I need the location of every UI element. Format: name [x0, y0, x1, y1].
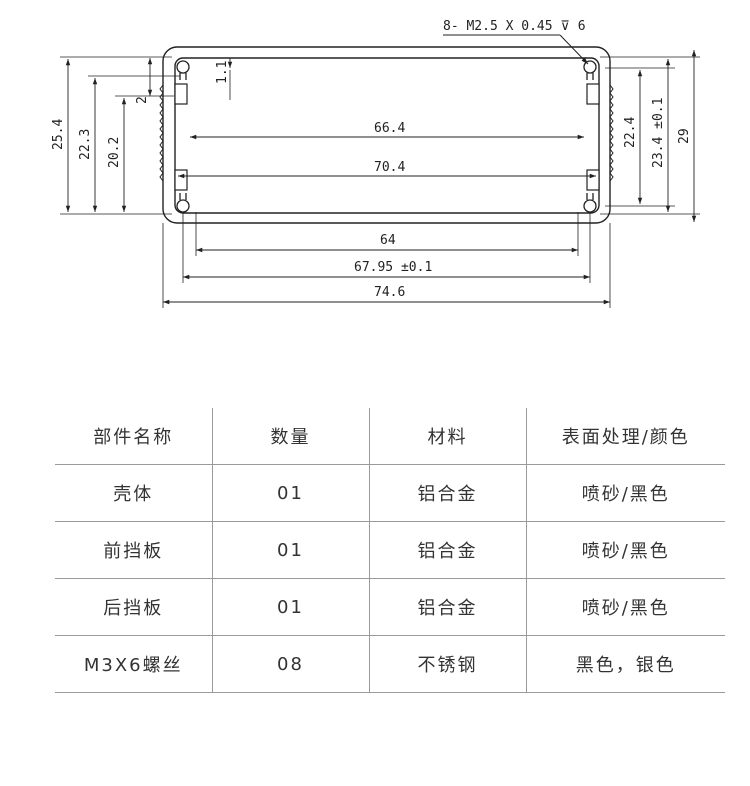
table-row: 后挡板 01 铝合金 喷砂/黑色	[55, 578, 725, 636]
cell-quantity: 01	[211, 578, 369, 636]
screw-bosses	[176, 60, 597, 213]
cell-material: 铝合金	[368, 521, 526, 579]
header-part-name: 部件名称	[55, 408, 212, 465]
enclosure-dimension-drawing: 8- M2.5 X 0.45 ⊽ 6 25.4 22.3 20.2 2 1.1	[51, 19, 700, 308]
dim-64: 64	[380, 233, 396, 248]
cell-quantity: 01	[211, 464, 369, 522]
cell-material: 铝合金	[368, 578, 526, 636]
cell-finish: 喷砂/黑色	[525, 578, 725, 636]
cell-part-name: 后挡板	[55, 578, 212, 636]
horizontal-dimensions	[163, 134, 610, 305]
dim-67-95: 67.95 ±0.1	[354, 260, 432, 275]
cell-finish: 黑色，银色	[525, 635, 725, 693]
dim-74-6: 74.6	[374, 285, 405, 300]
dim-22-4: 22.4	[623, 117, 638, 148]
cell-quantity: 01	[211, 521, 369, 579]
table-row: 壳体 01 铝合金 喷砂/黑色	[55, 464, 725, 522]
dim-22-3: 22.3	[78, 129, 93, 160]
dim-23-4: 23.4 ±0.1	[651, 98, 666, 168]
header-quantity: 数量	[211, 408, 369, 465]
cell-part-name: M3X6螺丝	[55, 635, 212, 693]
thread-note: 8- M2.5 X 0.45 ⊽ 6	[443, 19, 586, 34]
left-dimensions	[65, 58, 233, 212]
table-header-row: 部件名称 数量 材料 表面处理/颜色	[55, 408, 725, 465]
dim-29: 29	[677, 128, 692, 144]
dim-2: 2	[135, 96, 150, 104]
profile-outline	[162, 46, 611, 224]
cell-quantity: 08	[211, 635, 369, 693]
dim-20-2: 20.2	[107, 137, 122, 168]
table-row: M3X6螺丝 08 不锈钢 黑色，银色	[55, 635, 725, 693]
cell-part-name: 前挡板	[55, 521, 212, 579]
right-dimensions	[637, 50, 697, 222]
cell-material: 不锈钢	[368, 635, 526, 693]
dim-70-4: 70.4	[374, 160, 405, 175]
dim-1-1: 1.1	[215, 61, 230, 84]
dim-25-4: 25.4	[51, 119, 66, 150]
table-row: 前挡板 01 铝合金 喷砂/黑色	[55, 521, 725, 579]
heatsink-ribs	[159, 84, 614, 182]
cell-finish: 喷砂/黑色	[525, 464, 725, 522]
cell-finish: 喷砂/黑色	[525, 521, 725, 579]
dim-66-4: 66.4	[374, 121, 405, 136]
thread-callout: 8- M2.5 X 0.45 ⊽ 6	[443, 19, 589, 65]
cell-material: 铝合金	[368, 464, 526, 522]
header-material: 材料	[368, 408, 526, 465]
parts-spec-table: 部件名称 数量 材料 表面处理/颜色 壳体 01 铝合金 喷砂/黑色 前挡板 0…	[55, 408, 725, 693]
cell-part-name: 壳体	[55, 464, 212, 522]
header-finish: 表面处理/颜色	[525, 408, 725, 465]
